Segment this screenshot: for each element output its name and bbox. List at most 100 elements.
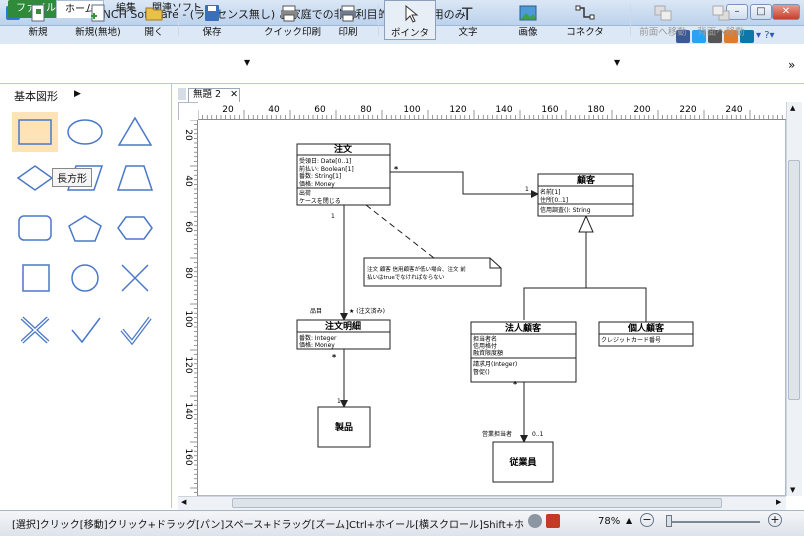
class-corporate-customer-op: 請求月(Integer)	[473, 360, 517, 368]
shape-x-cross[interactable]	[112, 258, 158, 298]
scroll-left-icon[interactable]: ◀	[181, 498, 187, 506]
zoom-slider-track[interactable]	[668, 521, 760, 523]
print-label: 印刷	[338, 27, 358, 38]
note-line: 払いはtrueでなければならない	[367, 273, 445, 281]
horizontal-scroll-thumb[interactable]	[232, 498, 722, 508]
shape-square[interactable]	[12, 258, 58, 298]
class-corporate-customer[interactable]: 法人顧客 担当者名 信用格付 融資限度額 請求月(Integer) 督促()	[470, 321, 577, 383]
class-order-line[interactable]: 注文明細 番数: Integer 価格: Money	[296, 319, 391, 350]
h-ruler-label: 20	[222, 105, 234, 115]
connector-dropdown-icon[interactable]: ▼	[614, 58, 621, 67]
new-icon	[31, 4, 45, 22]
text-button[interactable]: T 文字	[448, 0, 488, 40]
horizontal-ruler: 20 40 60 80 100 120 140 160 180 200 220 …	[198, 102, 786, 120]
shape-checkmark[interactable]	[62, 310, 108, 350]
class-customer-attr: 住所[0..1]	[540, 196, 568, 204]
rounded-rectangle-icon	[18, 215, 52, 241]
shape-tooltip: 長方形	[52, 168, 92, 187]
class-personal-customer[interactable]: 個人顧客 クレジットカード番号	[598, 321, 694, 347]
class-order-attr: 前払い: Boolean[1]	[299, 165, 354, 173]
minimize-button[interactable]: –	[726, 4, 748, 20]
triangle-icon	[117, 116, 153, 146]
document-tab[interactable]: 無題 2 ✕	[188, 88, 240, 102]
shape-hexagon[interactable]	[112, 208, 158, 248]
settings-icon[interactable]	[528, 514, 542, 528]
twitter-icon[interactable]	[692, 30, 706, 43]
class-corporate-customer-attr: 担当者名	[473, 335, 497, 343]
shapes-panel	[0, 84, 172, 508]
class-order-line-title: 注文明細	[325, 320, 361, 332]
shape-rectangle[interactable]	[12, 112, 58, 152]
diagram-canvas[interactable]: 注文 受領日: Date[0..1] 前払い: Boolean[1] 番数: S…	[198, 120, 786, 496]
toolbar-separator	[630, 4, 631, 36]
send-backward-button[interactable]: 背面へ移動	[694, 0, 748, 40]
shape-bold-x[interactable]	[12, 310, 58, 350]
tab-close-icon[interactable]: ✕	[230, 89, 239, 100]
class-order-attr: 価格: Money	[299, 180, 335, 188]
magnet-icon[interactable]	[546, 514, 560, 528]
quick-print-button[interactable]: クイック印刷	[264, 0, 321, 40]
image-icon	[519, 5, 537, 21]
share-icon[interactable]	[708, 30, 722, 43]
linkedin-icon[interactable]	[740, 30, 754, 43]
scroll-down-icon[interactable]: ▼	[790, 486, 796, 494]
canvas-area[interactable]	[178, 102, 786, 496]
v-ruler-label: 80	[183, 267, 193, 279]
shape-bold-checkmark[interactable]	[112, 310, 158, 350]
help-menu[interactable]: ▾ ?▾	[756, 30, 775, 41]
class-customer[interactable]: 顧客 名前[1] 住所[0..1] 信用調査(): String	[537, 173, 634, 217]
facebook-icon[interactable]	[676, 30, 690, 43]
scroll-up-icon[interactable]: ▲	[790, 104, 796, 112]
note-anchor-line[interactable]	[365, 204, 435, 259]
shapes-category-title[interactable]: 基本図形	[14, 90, 58, 103]
pointer-label: ポインタ	[390, 28, 429, 39]
close-button[interactable]: ✕	[772, 4, 800, 20]
save-dropdown-icon[interactable]: ▼	[244, 58, 251, 67]
connector-button[interactable]: コネクタ	[560, 0, 610, 40]
h-ruler-label: 100	[403, 105, 420, 115]
toolbar-separator	[178, 4, 179, 36]
tab-edit[interactable]: 編集	[116, 3, 136, 14]
category-arrow-icon[interactable]: ▶	[74, 89, 81, 99]
pointer-button[interactable]: ポインタ	[384, 0, 436, 40]
zoom-slider-knob[interactable]	[666, 515, 672, 527]
shape-diamond[interactable]	[12, 158, 58, 198]
h-ruler-label: 140	[495, 105, 512, 115]
new-button[interactable]: 新規	[18, 0, 58, 40]
save-button[interactable]: 保存	[192, 0, 232, 40]
zoom-out-button[interactable]: −	[640, 513, 654, 527]
vertical-scroll-thumb[interactable]	[788, 160, 800, 400]
shape-trapezoid[interactable]	[112, 158, 158, 198]
shape-circle[interactable]	[62, 258, 108, 298]
class-product[interactable]: 製品	[317, 406, 371, 448]
pointer-icon	[405, 5, 419, 23]
association-order-customer[interactable]	[390, 171, 539, 198]
toolbar-overflow-button[interactable]: »	[788, 58, 796, 72]
multiplicity-label: 0..1	[532, 431, 544, 438]
folder-icon	[145, 7, 163, 21]
note[interactable]: 注文 顧客 信用顧客が低い場合、注文 前 払いはtrueでなければならない	[363, 257, 502, 287]
shape-ellipse[interactable]	[62, 112, 108, 152]
shape-pentagon[interactable]	[62, 208, 108, 248]
v-ruler-label: 100	[183, 310, 193, 327]
multiplicity-label: 1	[525, 186, 529, 193]
image-button[interactable]: 画像	[508, 0, 548, 40]
maximize-button[interactable]: □	[750, 4, 772, 20]
shape-triangle[interactable]	[112, 112, 158, 152]
bring-forward-button[interactable]: 前面へ移動	[636, 0, 690, 40]
generalization-line[interactable]	[523, 232, 647, 322]
panel-collapse-handle[interactable]	[178, 88, 186, 100]
svg-text:T: T	[461, 5, 473, 22]
new-blank-button[interactable]: 新規(無地)	[70, 0, 126, 40]
class-order[interactable]: 注文 受領日: Date[0..1] 前払い: Boolean[1] 番数: S…	[296, 143, 391, 206]
blogger-icon[interactable]	[724, 30, 738, 43]
scroll-right-icon[interactable]: ▶	[776, 498, 782, 506]
print-button[interactable]: 印刷	[328, 0, 368, 40]
shape-rounded-rectangle[interactable]	[12, 208, 58, 248]
tab-related-software[interactable]: 関連ソフト	[152, 3, 202, 14]
open-button[interactable]: 開く	[136, 0, 172, 40]
zoom-dropdown-icon[interactable]: ▲	[626, 516, 633, 525]
class-employee[interactable]: 従業員	[492, 441, 554, 483]
zoom-in-button[interactable]: +	[768, 513, 782, 527]
hexagon-icon	[117, 216, 153, 240]
